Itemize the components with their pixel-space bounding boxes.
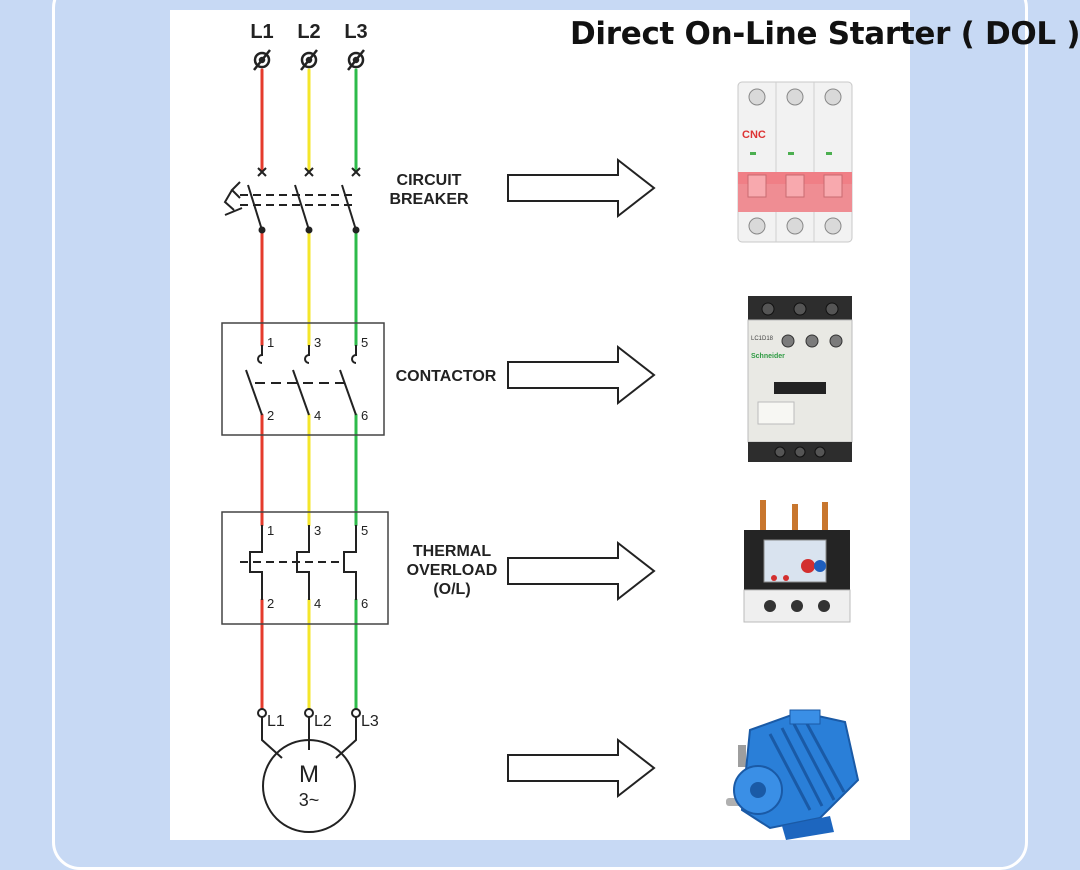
overload-label-1: THERMAL <box>413 543 491 560</box>
arrow-icon-contactor <box>507 344 656 406</box>
overload-label-3: (O/L) <box>433 581 470 598</box>
motor-terminal-l2: L2 <box>314 713 332 730</box>
contactor-terminal-4: 4 <box>314 408 321 423</box>
line-label-l3: L3 <box>344 21 367 43</box>
motor-m-label: M <box>299 761 319 788</box>
thermal-overload-symbol: 1 3 5 2 4 6 <box>221 511 389 625</box>
contactor-photo: LC1D18 Schneider <box>747 296 853 462</box>
circuit-breaker-symbol <box>223 167 361 234</box>
arrow-icon-overload <box>507 540 656 602</box>
overload-terminal-1: 1 <box>267 523 274 538</box>
contactor-brand-text: Schneider <box>751 353 785 360</box>
thermal-overload-photo <box>743 500 851 623</box>
motor-phase-label: 3~ <box>299 790 320 810</box>
terminal-l1-icon <box>253 49 271 71</box>
supply-terminals <box>253 49 365 71</box>
terminal-l2-icon <box>300 49 318 71</box>
line-label-l1: L1 <box>250 21 273 43</box>
circuit-breaker-label-1: CIRCUIT <box>397 172 462 189</box>
diagram-sheet: Direct On-Line Starter ( DOL ) L1 L2 L3 <box>170 10 1080 840</box>
overload-terminal-4: 4 <box>314 596 321 611</box>
contactor-terminal-5: 5 <box>361 335 368 350</box>
circuit-breaker-photo: CNC <box>737 81 853 243</box>
terminal-l3-icon <box>347 49 365 71</box>
contactor-model-text: LC1D18 <box>751 336 774 342</box>
contactor-symbol: 1 3 5 2 4 6 <box>221 322 385 436</box>
contactor-label: CONTACTOR <box>396 368 497 385</box>
contactor-terminal-6: 6 <box>361 408 368 423</box>
line-label-l2: L2 <box>297 21 320 43</box>
contactor-terminal-1: 1 <box>267 335 274 350</box>
arrow-icon-motor <box>507 737 656 799</box>
dol-wiring-diagram: L1 L2 L3 <box>221 21 860 840</box>
motor-terminal-l1: L1 <box>267 713 285 730</box>
overload-label-2: OVERLOAD <box>407 562 498 579</box>
motor-photo <box>726 709 860 840</box>
diagram-title: Direct On-Line Starter ( DOL ) <box>570 16 1080 52</box>
overload-terminal-5: 5 <box>361 523 368 538</box>
overload-terminal-6: 6 <box>361 596 368 611</box>
breaker-brand: CNC <box>742 129 766 141</box>
contactor-terminal-2: 2 <box>267 408 274 423</box>
circuit-breaker-label-2: BREAKER <box>389 191 469 208</box>
arrow-icon-breaker <box>507 157 656 219</box>
overload-terminal-3: 3 <box>314 523 321 538</box>
motor-terminal-l3: L3 <box>361 713 379 730</box>
motor-symbol: L1 L2 L3 M 3~ <box>257 708 379 833</box>
contactor-terminal-3: 3 <box>314 335 321 350</box>
overload-terminal-2: 2 <box>267 596 274 611</box>
